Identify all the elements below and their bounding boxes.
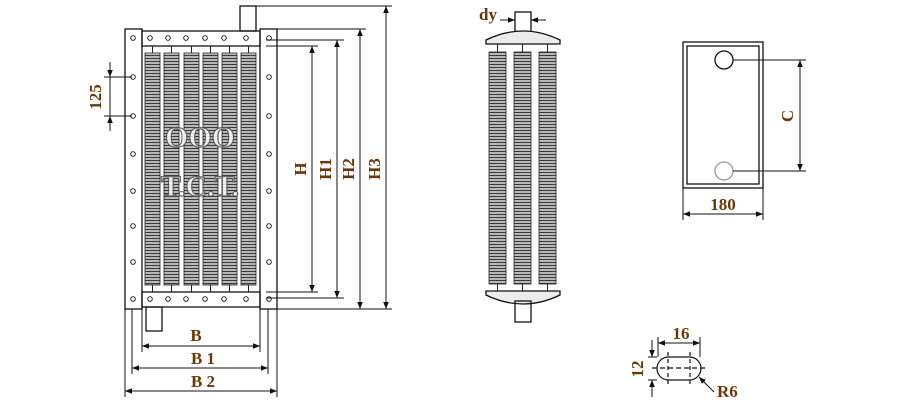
side-bottom-header <box>485 290 561 305</box>
top-header <box>141 30 261 47</box>
flange-hole-left <box>130 259 136 265</box>
dim-widths <box>124 309 278 397</box>
header-hole-bottom <box>243 296 249 302</box>
label-H3: H3 <box>365 158 384 180</box>
label-H: H <box>291 162 310 175</box>
dim-180 <box>682 188 764 220</box>
side-finned-tube <box>488 51 507 285</box>
finned-tube <box>163 52 180 286</box>
finned-tube <box>221 52 238 286</box>
dim-12 <box>648 340 657 397</box>
dim-16 <box>657 337 701 357</box>
header-hole-bottom <box>147 296 153 302</box>
flange-hole-right <box>266 151 272 157</box>
dim-heights <box>256 5 392 310</box>
label-C: C <box>778 110 797 122</box>
label-dy: dy <box>479 5 497 24</box>
flange-holes <box>130 35 272 302</box>
flange-hole-right <box>266 259 272 265</box>
side-finned-tube <box>538 51 557 285</box>
side-finned-tube <box>513 51 532 285</box>
label-B1: B 1 <box>191 349 215 368</box>
finned-tube <box>144 52 161 286</box>
flange-hole-right <box>266 188 272 194</box>
slot-detail <box>652 352 706 385</box>
finned-tube <box>240 52 257 286</box>
right-flange-plate <box>259 28 278 310</box>
bottom-header <box>141 291 261 308</box>
label-125: 125 <box>86 84 105 110</box>
bottom-nozzle <box>145 306 163 332</box>
side-bottom-nozzle <box>514 300 532 323</box>
header-hole-bottom <box>165 296 171 302</box>
header-hole-top <box>243 35 249 41</box>
flange-bottom-port <box>714 161 734 181</box>
label-180: 180 <box>710 195 736 214</box>
flange-hole-right <box>266 296 272 302</box>
header-hole-top <box>202 35 208 41</box>
label-12: 12 <box>628 361 647 378</box>
dim-R6 <box>698 376 715 393</box>
flange-hole-right <box>266 113 272 119</box>
header-hole-top <box>165 35 171 41</box>
flange-hole-left <box>130 223 136 229</box>
flange-view <box>682 41 764 189</box>
flange-top-port <box>714 50 734 70</box>
label-H2: H2 <box>339 158 358 180</box>
header-hole-bottom <box>221 296 227 302</box>
side-top-header <box>485 30 561 45</box>
flange-hole-right <box>266 223 272 229</box>
header-hole-bottom <box>183 296 189 302</box>
dim-C <box>733 59 806 172</box>
header-hole-top <box>147 35 153 41</box>
label-B: B <box>190 326 201 345</box>
label-H1: H1 <box>316 158 335 180</box>
side-finned-tubes <box>488 44 557 291</box>
flange-hole-left <box>130 296 136 302</box>
side-view <box>485 11 561 323</box>
label-16: 16 <box>673 324 690 343</box>
top-nozzle <box>239 5 257 32</box>
flange-outer <box>682 41 764 189</box>
left-flange-plate <box>124 28 143 310</box>
watermark-line1: ООО <box>165 121 235 154</box>
flange-inner <box>686 45 760 185</box>
dim-125 <box>104 62 132 131</box>
flange-hole-left <box>130 188 136 194</box>
flange-hole-left <box>130 35 136 41</box>
label-B2: B 2 <box>191 372 215 391</box>
finned-tube <box>183 52 200 286</box>
flange-hole-right <box>266 74 272 80</box>
front-finned-tubes <box>144 35 257 302</box>
watermark-line2: Т.С.Т. <box>161 170 239 203</box>
header-hole-top <box>183 35 189 41</box>
label-R6: R6 <box>717 382 738 401</box>
header-hole-bottom <box>202 296 208 302</box>
flange-hole-left <box>130 151 136 157</box>
header-hole-top <box>221 35 227 41</box>
finned-tube <box>202 52 219 286</box>
